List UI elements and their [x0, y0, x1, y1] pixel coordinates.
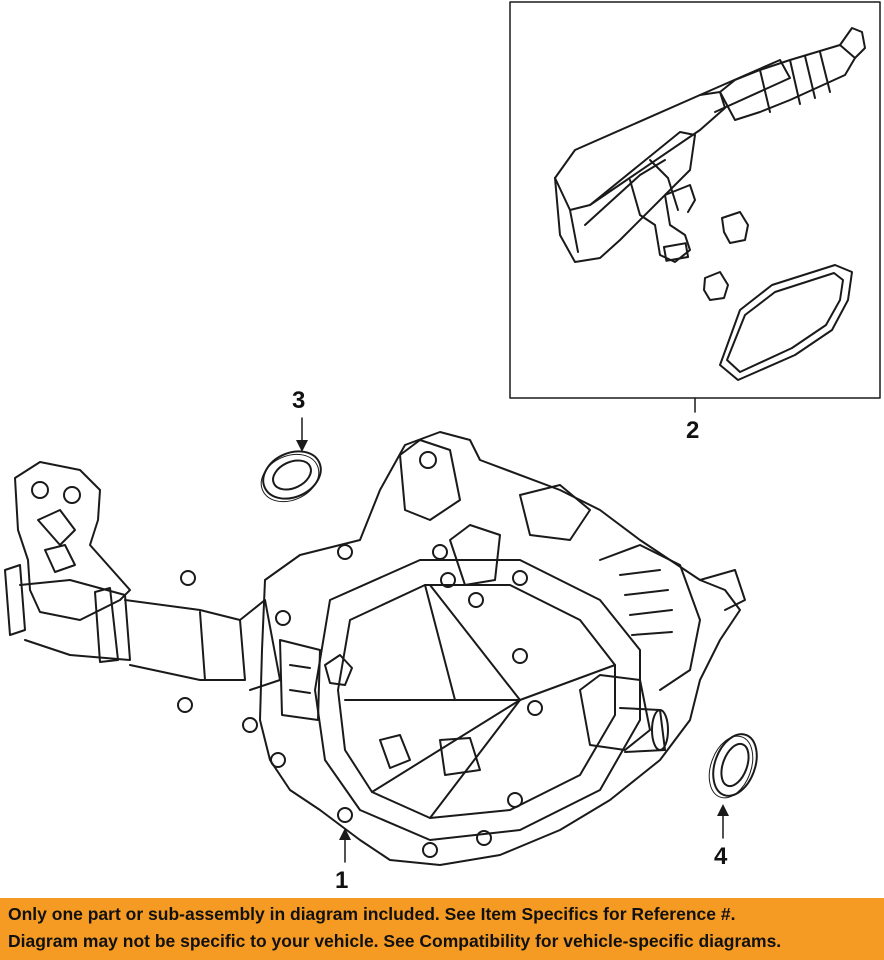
actuator-motor-illustration: [554, 27, 866, 381]
seal-ring-3-illustration: [260, 450, 322, 503]
disclaimer-banner: Only one part or sub-assembly in diagram…: [0, 898, 884, 960]
differential-assembly-illustration: [4, 431, 746, 866]
parts-diagram: 1 2 3 4: [4, 1, 881, 894]
disclaimer-line-2: Diagram may not be specific to your vehi…: [8, 931, 782, 951]
callout-1: 1: [335, 867, 348, 894]
callout-2: 2: [686, 417, 699, 444]
disclaimer-line-1: Only one part or sub-assembly in diagram…: [8, 904, 736, 924]
leader-arrow-3: [296, 440, 308, 452]
callout-3: 3: [292, 387, 305, 414]
callout-4: 4: [714, 843, 728, 870]
leader-arrow-1: [339, 828, 351, 840]
leader-arrow-4: [717, 804, 729, 816]
seal-ring-4-illustration: [708, 733, 758, 799]
